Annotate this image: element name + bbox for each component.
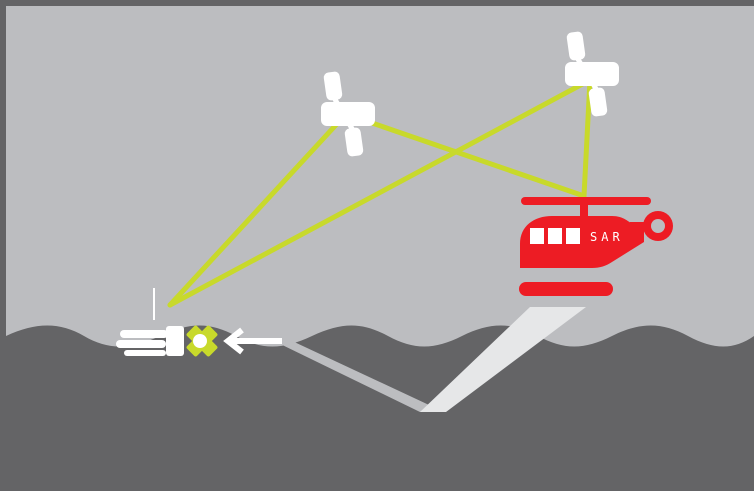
helicopter-label: SAR [590,230,624,244]
helicopter-skid [519,282,613,296]
head [193,334,207,348]
sky-background [6,6,754,366]
rotor-blade [521,197,651,205]
helicopter-window [566,228,580,244]
helicopter-window [548,228,562,244]
sea [6,326,754,491]
helicopter-window [530,228,544,244]
